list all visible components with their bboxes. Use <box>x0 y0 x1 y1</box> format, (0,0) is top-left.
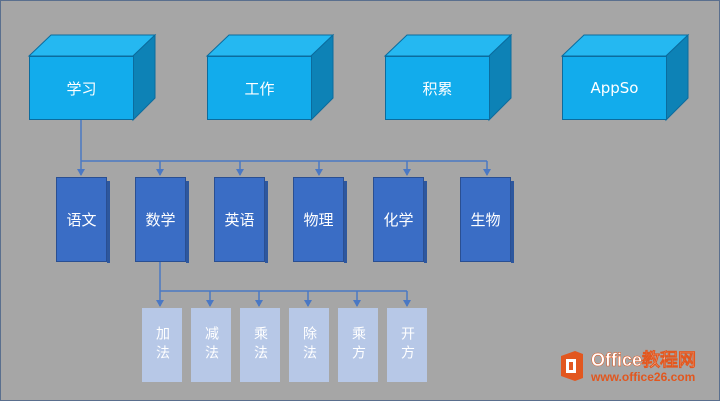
operation-label: 乘方 <box>350 326 366 364</box>
subject-box[interactable]: 化学 <box>373 177 427 263</box>
subject-box[interactable]: 数学 <box>135 177 189 263</box>
operation-label: 除法 <box>301 326 317 364</box>
operation-box[interactable]: 除法 <box>289 308 329 382</box>
cube-shading <box>27 33 157 122</box>
office-logo-icon <box>561 351 583 381</box>
operation-label: 开方 <box>399 326 415 364</box>
operation-box[interactable]: 乘法 <box>240 308 280 382</box>
operation-box[interactable]: 减法 <box>191 308 231 382</box>
subject-box[interactable]: 语文 <box>56 177 110 263</box>
category-cube[interactable]: 工作 <box>205 33 340 125</box>
cube-shading <box>383 33 513 122</box>
category-cube[interactable]: 积累 <box>383 33 518 125</box>
operation-label: 减法 <box>203 326 219 364</box>
category-cube[interactable]: AppSo <box>560 33 695 125</box>
subject-box[interactable]: 物理 <box>293 177 347 263</box>
subject-box[interactable]: 生物 <box>460 177 514 263</box>
watermark-name: Office教程网 <box>591 350 697 371</box>
category-cube[interactable]: 学习 <box>27 33 162 125</box>
cube-shading <box>205 33 335 122</box>
operation-label: 乘法 <box>252 326 268 364</box>
watermark-url: www.office26.com <box>591 370 696 384</box>
category-label: AppSo <box>562 56 667 120</box>
operation-box[interactable]: 加法 <box>142 308 182 382</box>
cube-shading <box>560 33 690 122</box>
category-label: 积累 <box>385 56 490 120</box>
operation-label: 加法 <box>154 326 170 364</box>
category-label: 学习 <box>29 56 134 120</box>
operation-box[interactable]: 乘方 <box>338 308 378 382</box>
operation-box[interactable]: 开方 <box>387 308 427 382</box>
subject-box[interactable]: 英语 <box>214 177 268 263</box>
watermark: Office教程网 www.office26.com <box>551 340 719 398</box>
category-label: 工作 <box>207 56 312 120</box>
